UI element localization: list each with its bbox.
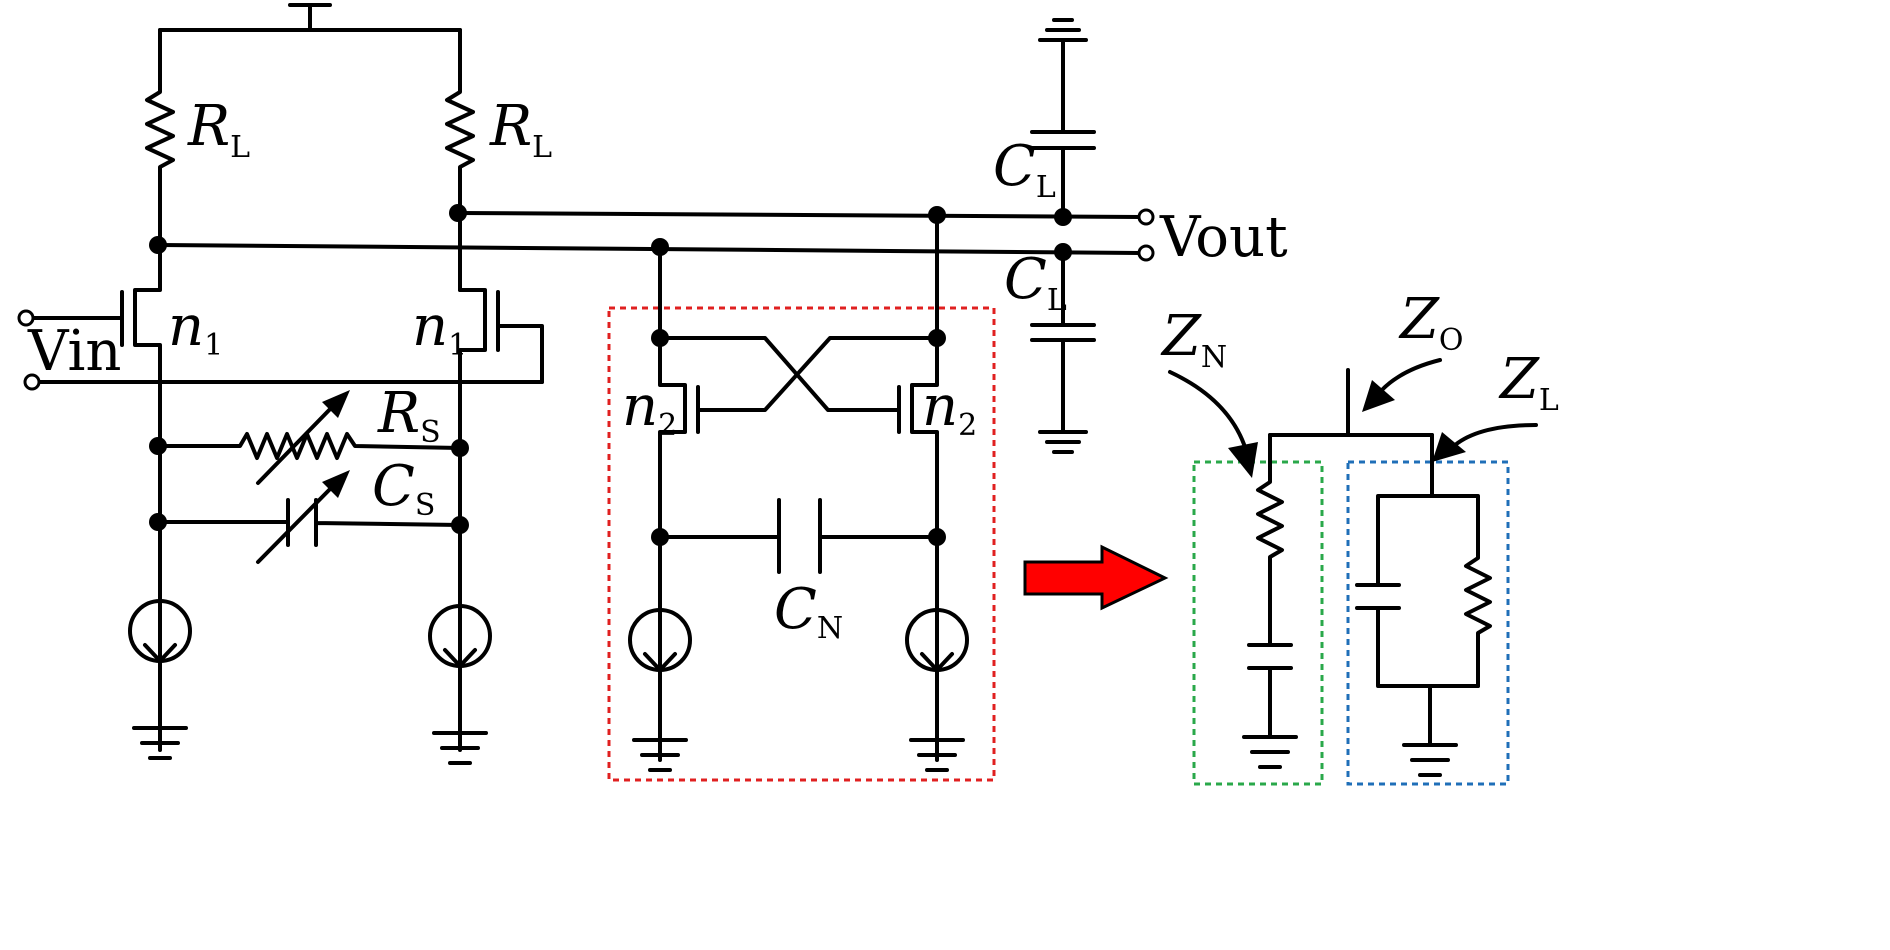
label-cn: CN bbox=[774, 577, 843, 646]
junction-dots bbox=[149, 204, 1072, 546]
zn-pointer-arrow bbox=[1168, 370, 1258, 478]
transistor-n1-right bbox=[458, 288, 544, 752]
load-capacitor-top bbox=[1030, 18, 1096, 219]
ground-n2-right bbox=[909, 738, 965, 772]
variable-resistor-rs bbox=[158, 390, 462, 485]
label-rl-left: RL bbox=[187, 94, 250, 165]
label-n2-right: n2 bbox=[922, 374, 977, 443]
label-cl-top: CL bbox=[993, 134, 1056, 205]
load-resistor-left bbox=[145, 28, 175, 247]
equivalent-arrow bbox=[1023, 544, 1169, 611]
ground-n2-left bbox=[632, 738, 688, 772]
ground-left-2 bbox=[432, 731, 488, 765]
label-zn: ZN bbox=[1160, 304, 1227, 375]
current-source-n2-left bbox=[628, 608, 692, 672]
negative-resistance-box bbox=[607, 306, 996, 782]
zl-box bbox=[1346, 460, 1510, 786]
label-vin: Vin bbox=[27, 319, 121, 384]
vin-input bbox=[17, 309, 544, 391]
capacitor-cn bbox=[658, 498, 939, 574]
cross-coupled-wiring bbox=[658, 213, 939, 762]
ground-left-1 bbox=[132, 726, 188, 760]
label-zo: ZO bbox=[1398, 287, 1464, 358]
label-n2-left: n2 bbox=[622, 374, 677, 443]
output-wire-upper bbox=[458, 211, 1142, 219]
current-source-n2-right bbox=[905, 608, 969, 672]
output-wire-lower bbox=[158, 243, 1142, 255]
label-n1-right: n1 bbox=[412, 294, 467, 363]
vout-terminals bbox=[1137, 208, 1155, 262]
supply-rail bbox=[158, 3, 462, 32]
label-cs: CS bbox=[372, 454, 435, 523]
label-n1-left: n1 bbox=[168, 294, 223, 363]
current-source-left bbox=[128, 599, 192, 663]
label-vout: Vout bbox=[1159, 205, 1288, 270]
zn-box bbox=[1192, 460, 1324, 786]
label-rs: RS bbox=[377, 381, 441, 450]
zo-pointer-arrow bbox=[1362, 358, 1442, 412]
label-cl-bottom: CL bbox=[1004, 247, 1067, 318]
label-zl: ZL bbox=[1498, 347, 1559, 418]
label-rl-right: RL bbox=[489, 94, 552, 165]
equivalent-network bbox=[1242, 368, 1492, 777]
load-capacitor-bottom bbox=[1030, 251, 1096, 454]
load-resistor-right bbox=[445, 28, 475, 292]
zl-pointer-arrow bbox=[1432, 423, 1538, 462]
current-source-right bbox=[428, 604, 492, 668]
variable-capacitor-cs bbox=[158, 470, 462, 564]
transistor-n1-left bbox=[120, 243, 162, 752]
